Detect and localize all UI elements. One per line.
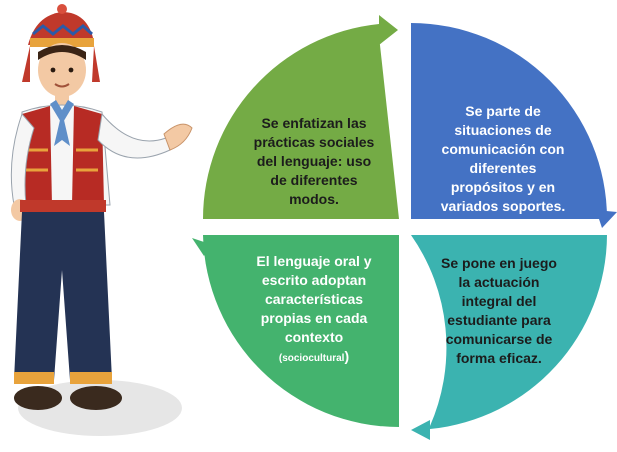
arrow-tip-right: [596, 210, 617, 228]
quadrant-bottom-right: [411, 235, 607, 440]
quadrant-top-right-text: Se parte de situaciones de comunicación …: [440, 103, 566, 214]
quadrant-top-right: [411, 23, 607, 219]
andean-student-illustration: [10, 4, 193, 436]
quadrant-bottom-left: [203, 235, 399, 427]
context-note: (sociocultural: [278, 353, 345, 364]
quadrant-bottom-left-text: El lenguaje oral y escrito adoptan carac…: [256, 253, 372, 364]
quadrant-top-left-text: Se enfatizan las prácticas sociales del …: [253, 115, 375, 207]
arrow-tip-left: [192, 238, 210, 256]
context-note-close: ): [344, 348, 350, 364]
quadrant-top-left: [202, 15, 399, 219]
quadrant-bottom-right-text: Se pone en juego la actuación integral d…: [441, 255, 557, 366]
